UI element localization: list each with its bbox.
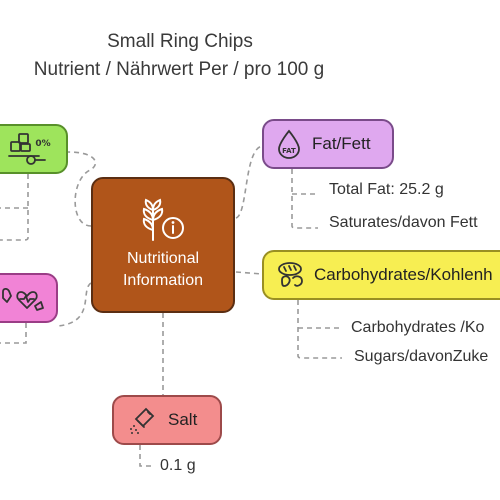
carbohydrates-node: Carbohydrates/Kohlenh xyxy=(262,250,500,300)
carbohydrates-sugars-text: Sugars/davonZuke xyxy=(354,348,489,365)
salt-value-text: 0.1 g xyxy=(160,457,196,474)
connector-center-protein xyxy=(57,282,92,327)
diagram-title: Small Ring Chips xyxy=(107,31,253,52)
protein-node xyxy=(0,273,58,323)
bread-icon xyxy=(276,260,306,290)
connector-center-fat xyxy=(235,145,263,219)
diagram-subtitle: Nutrient / Nährwert Per / pro 100 g xyxy=(33,59,325,80)
salt-shaker-icon xyxy=(128,406,156,434)
fat-drop-icon: FAT xyxy=(276,129,302,159)
carbohydrates-total-text: Carbohydrates /Ko xyxy=(351,319,485,336)
connector-center-carb xyxy=(235,271,263,275)
carbohydrates-label: Carbohydrates/Kohlenh xyxy=(314,265,493,284)
fat-saturates-text: Saturates/davon Fett xyxy=(329,214,478,231)
wheat-info-icon xyxy=(139,198,187,242)
energy-node: 0% xyxy=(0,124,68,174)
fat-total-text: Total Fat: 25.2 g xyxy=(329,181,444,198)
connector-energy-leaves xyxy=(0,174,29,241)
connector-protein-leaf xyxy=(0,323,27,344)
salt-label: Salt xyxy=(168,410,198,429)
fat-label: Fat/Fett xyxy=(312,134,371,153)
salt-node: Salt xyxy=(112,395,222,445)
connector-fat-leaves xyxy=(291,169,318,229)
fat-node: FAT Fat/Fett xyxy=(262,119,394,169)
nutritional-information-node: Nutritional Information xyxy=(91,177,235,313)
protein-heart-icon xyxy=(0,282,47,314)
center-label-line2: Information xyxy=(122,272,204,289)
energy-icon-text: 0% xyxy=(35,139,50,149)
center-label-line1: Nutritional xyxy=(126,250,200,267)
energy-scale-icon: 0% xyxy=(0,132,55,166)
connector-salt-leaf xyxy=(139,445,152,467)
connector-carb-leaves xyxy=(297,300,342,359)
svg-text:FAT: FAT xyxy=(282,147,296,155)
